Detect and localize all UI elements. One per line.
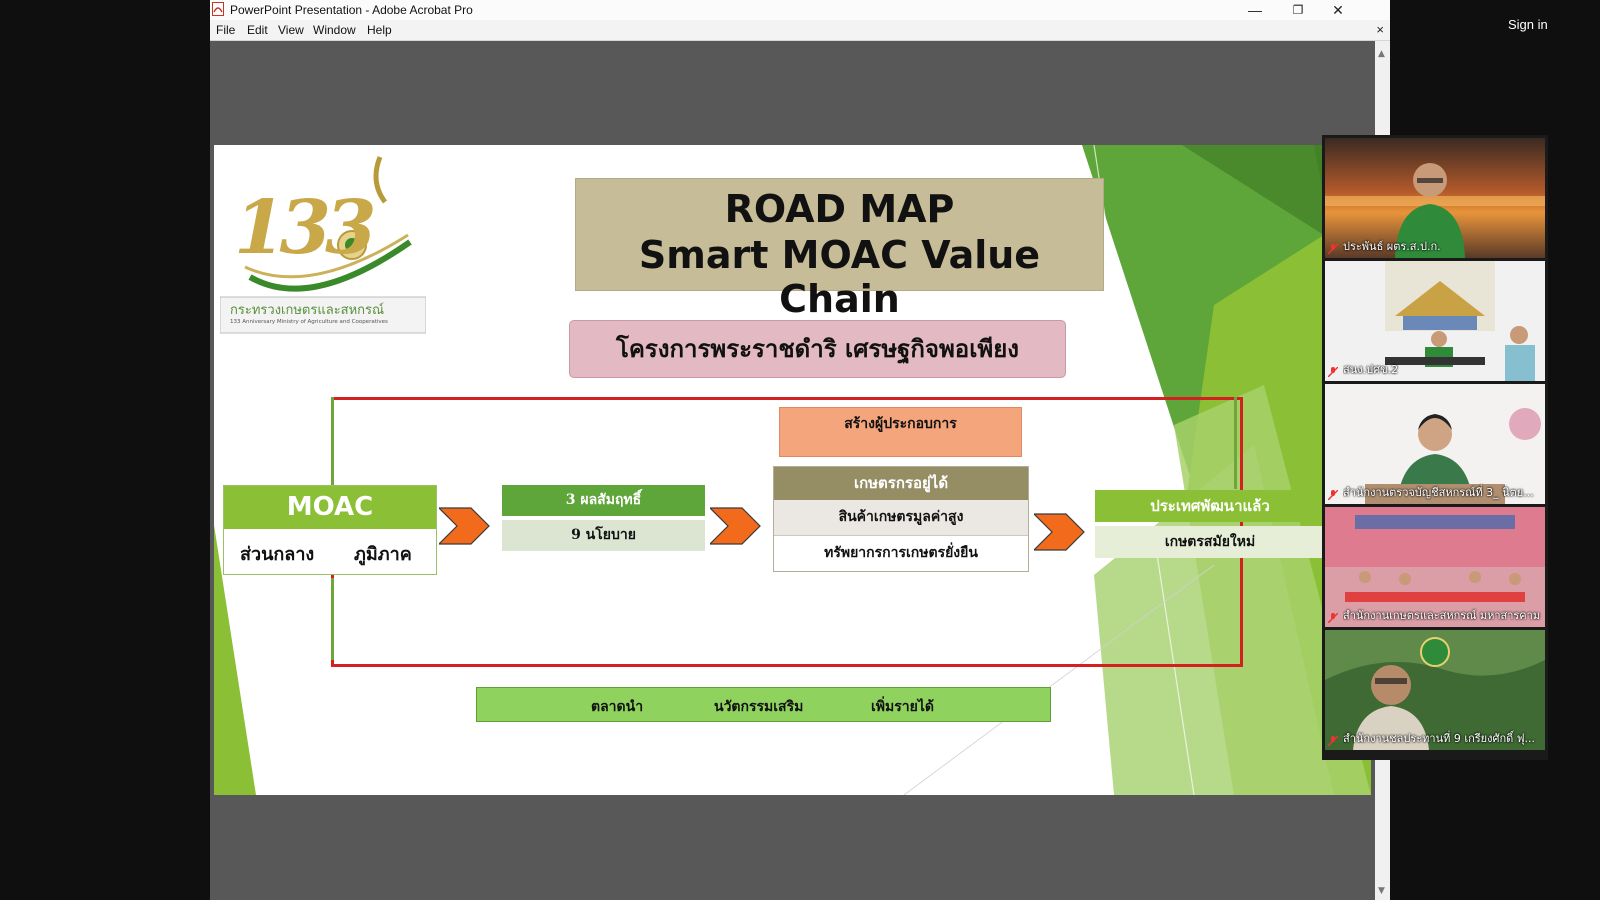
participant-name: สนง.ปศข.2 [1343,363,1399,376]
moac-heading: MOAC [224,486,436,529]
participant-video [1325,630,1545,750]
presentation-slide: 133 กระทรวงเกษตรและสหกรณ์ 133 Anniversar… [214,145,1371,795]
scroll-down-icon[interactable]: ▼ [1378,886,1385,896]
slide-title-line1: ROAD MAP [724,187,955,231]
modern-agriculture-row: เกษตรสมัยใหม่ [1095,526,1325,558]
farmers-heading: เกษตรกรอยู่ได้ [774,467,1028,500]
policies-row: 9 นโยบาย [502,520,705,551]
participant-video [1325,384,1545,504]
menu-window[interactable]: Window [313,23,356,37]
scroll-up-icon[interactable]: ▲ [1378,49,1385,59]
innovation-label: นวัตกรรมเสริม [714,699,804,715]
green-line-left-top [331,397,334,487]
participant-tile[interactable]: สำนักงานเกษตรและสหกรณ์ มหาสารคาม [1325,507,1545,627]
market-led-label: ตลาดนำ [591,699,644,715]
chevron-arrow-icon [439,507,490,545]
participant-tile[interactable]: สนง.ปศข.2 [1325,261,1545,381]
title-box: ROAD MAP Smart MOAC Value Chain [575,178,1104,321]
green-line-right [1234,397,1237,489]
moac-central: ส่วนกลาง [240,544,315,565]
close-document-icon[interactable]: × [1376,22,1384,37]
sign-in-button[interactable]: Sign in [1508,17,1548,32]
window-title: PowerPoint Presentation - Adobe Acrobat … [230,3,473,17]
muted-mic-icon [1328,613,1338,623]
logo-graphic [219,156,427,334]
participant-name: สำนักงานเกษตรและสหกรณ์ มหาสารคาม [1343,609,1541,622]
slide-title-line2: Smart MOAC Value Chain [638,233,1041,321]
participant-name: ประพันธ์ ผตร.ส.ป.ก. [1343,240,1441,253]
logo-number: 133 [234,185,376,271]
participant-tile[interactable]: ประพันธ์ ผตร.ส.ป.ก. [1325,138,1545,258]
title-bar: PowerPoint Presentation - Adobe Acrobat … [210,0,1390,20]
outcomes-heading: 3 ผลสัมฤทธิ์ [502,485,705,516]
moac-box: MOAC ส่วนกลาง ภูมิภาค [223,485,437,575]
muted-mic-icon [1328,244,1338,254]
menu-file[interactable]: File [216,23,236,37]
outcomes-box: 3 ผลสัมฤทธิ์ 9 นโยบาย [502,485,705,551]
muted-mic-icon [1328,736,1338,746]
muted-mic-icon [1328,490,1338,500]
participant-video [1385,261,1535,381]
menu-bar: File Edit View Window Help × [210,20,1390,41]
participant-tile[interactable]: สำนักงานตรวจบัญชีสหกรณ์ที่ 3_ นิตย... [1325,384,1545,504]
chevron-arrow-icon [710,507,761,545]
menu-view[interactable]: View [278,23,304,37]
income-label: เพิ่มรายได้ [871,699,934,715]
sustainable-resources-row: ทรัพยากรการเกษตรยั่งยืน [824,545,978,561]
participant-name: สำนักงานตรวจบัญชีสหกรณ์ที่ 3_ นิตย... [1343,486,1534,499]
participant-video [1325,507,1545,627]
bottom-strategy-bar: ตลาดนำ นวัตกรรมเสริม เพิ่มรายได้ [476,687,1051,722]
developed-country-heading: ประเทศพัฒนาแล้ว [1095,490,1325,522]
high-value-products-row: สินค้าเกษตรมูลค่าสูง [774,500,1028,536]
entrepreneur-box: สร้างผู้ประกอบการ [779,407,1022,457]
anniversary-logo: 133 กระทรวงเกษตรและสหกรณ์ 133 Anniversar… [219,147,427,337]
farmers-box: เกษตรกรอยู่ได้ สินค้าเกษตรมูลค่าสูง ทรัพ… [773,466,1029,572]
menu-edit[interactable]: Edit [247,23,268,37]
muted-mic-icon [1328,367,1338,377]
logo-org-thai: กระทรวงเกษตรและสหกรณ์ [230,303,385,318]
green-line-left-bottom [331,578,334,660]
participant-video [1325,163,1545,258]
moac-regional: ภูมิภาค [354,544,412,565]
royal-project-banner: โครงการพระราชดำริ เศรษฐกิจพอเพียง [569,320,1066,378]
chevron-arrow-icon [1034,513,1085,551]
participants-panel: ประพันธ์ ผตร.ส.ป.ก. สนง.ปศข.2 สำนักงานตร… [1322,135,1548,760]
participant-tile[interactable]: สำนักงานชลประทานที่ 9 เกรียงศักดิ์ ฟุ... [1325,630,1545,750]
menu-help[interactable]: Help [367,23,392,37]
minimize-button[interactable]: — [1248,2,1262,18]
logo-org-english: 133 Anniversary Ministry of Agriculture … [230,319,388,325]
maximize-button[interactable]: ❐ [1292,3,1304,17]
developed-country-box: ประเทศพัฒนาแล้ว เกษตรสมัยใหม่ [1095,490,1325,558]
participant-name: สำนักงานชลประทานที่ 9 เกรียงศักดิ์ ฟุ... [1343,732,1536,745]
close-button[interactable]: ✕ [1332,2,1344,18]
acrobat-icon [212,2,224,16]
